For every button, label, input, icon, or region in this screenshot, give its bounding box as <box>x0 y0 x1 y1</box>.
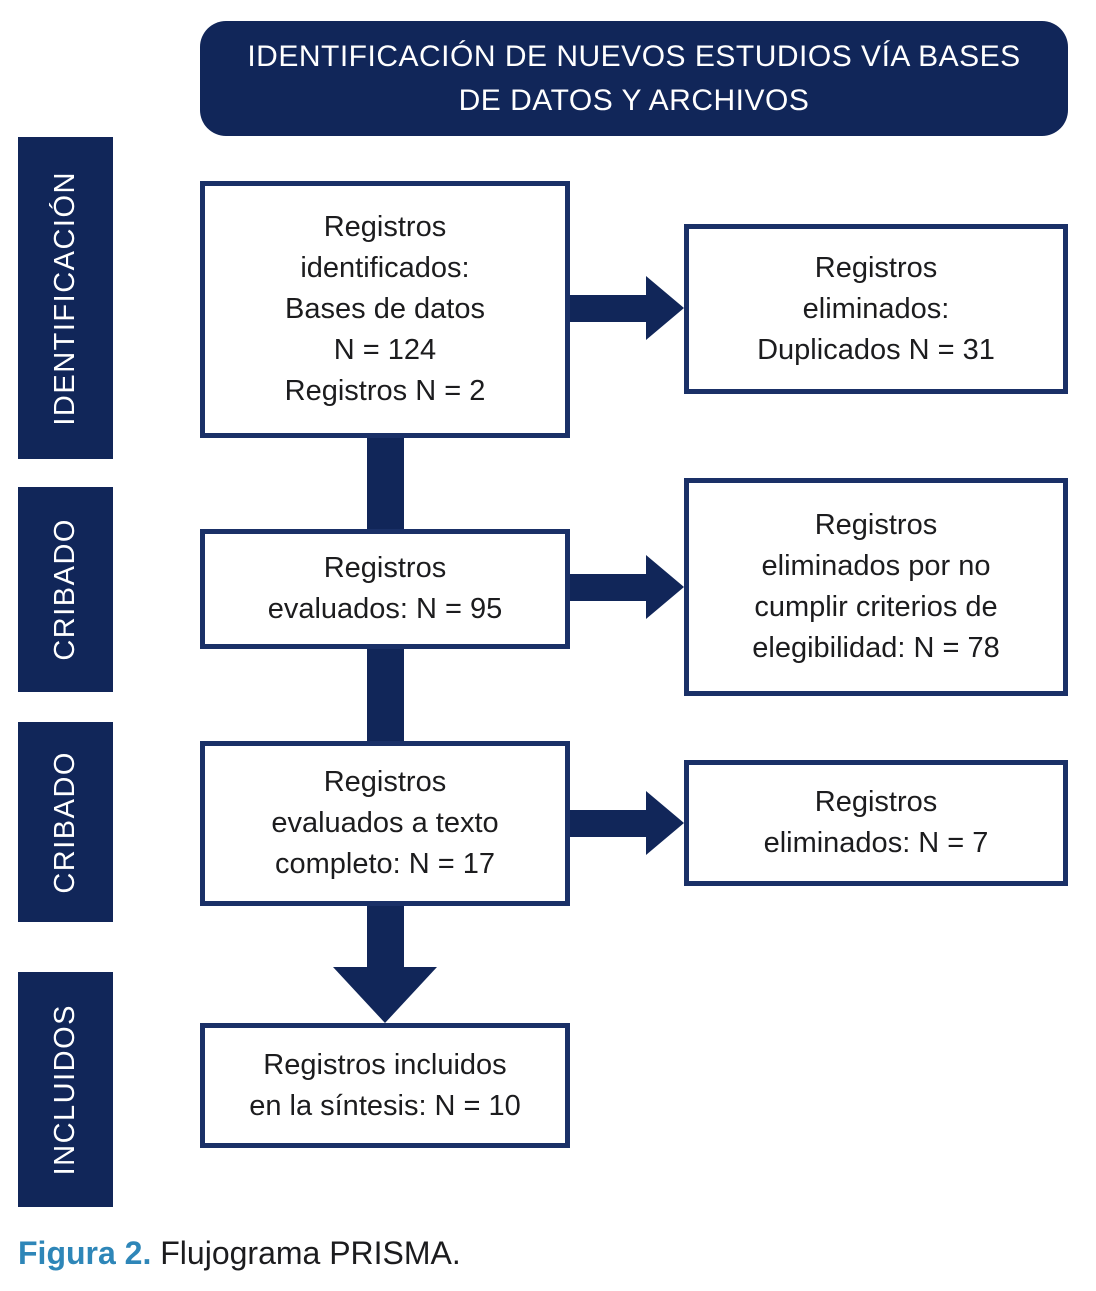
stage-label-text: CRIBADO <box>49 750 81 894</box>
box-registros-texto-completo: Registros evaluados a texto completo: N … <box>200 741 570 906</box>
down-arrowhead-icon <box>333 967 437 1023</box>
box-registros-identificados: Registros identificados: Bases de datos … <box>200 181 570 438</box>
right-arrowhead-icon <box>646 276 684 340</box>
stage-label-identificacion: IDENTIFICACIÓN <box>18 137 113 459</box>
right-arrowhead-icon <box>646 791 684 855</box>
figure-caption-text: Flujograma PRISMA. <box>151 1235 461 1271</box>
connector-box2-box3 <box>367 645 404 746</box>
box-eliminados-elegibilidad: Registros eliminados por no cumplir crit… <box>684 478 1068 696</box>
figure-caption-label: Figura 2. <box>18 1235 152 1271</box>
connector-box1-box2 <box>367 433 404 534</box>
box-registros-evaluados: Registros evaluados: N = 95 <box>200 529 570 649</box>
stage-label-text: IDENTIFICACIÓN <box>49 170 81 426</box>
box-eliminados-duplicados: Registros eliminados: Duplicados N = 31 <box>684 224 1068 394</box>
arrow-to-eliminated-2-shaft <box>570 574 650 601</box>
arrow-to-eliminated-3-shaft <box>570 810 650 837</box>
diagram-title-banner: IDENTIFICACIÓN DE NUEVOS ESTUDIOS VÍA BA… <box>200 21 1068 136</box>
stage-label-incluidos: INCLUIDOS <box>18 972 113 1207</box>
box-registros-incluidos: Registros incluidos en la síntesis: N = … <box>200 1023 570 1148</box>
connector-box3-box4-shaft <box>367 902 404 969</box>
figure-caption: Figura 2. Flujograma PRISMA. <box>18 1233 918 1273</box>
right-arrowhead-icon <box>646 555 684 619</box>
stage-label-cribado-1: CRIBADO <box>18 487 113 692</box>
arrow-to-eliminated-1-shaft <box>570 295 650 322</box>
stage-label-text: INCLUIDOS <box>49 1003 81 1176</box>
box-eliminados-texto-completo: Registros eliminados: N = 7 <box>684 760 1068 886</box>
stage-label-cribado-2: CRIBADO <box>18 722 113 922</box>
stage-label-text: CRIBADO <box>49 518 81 661</box>
